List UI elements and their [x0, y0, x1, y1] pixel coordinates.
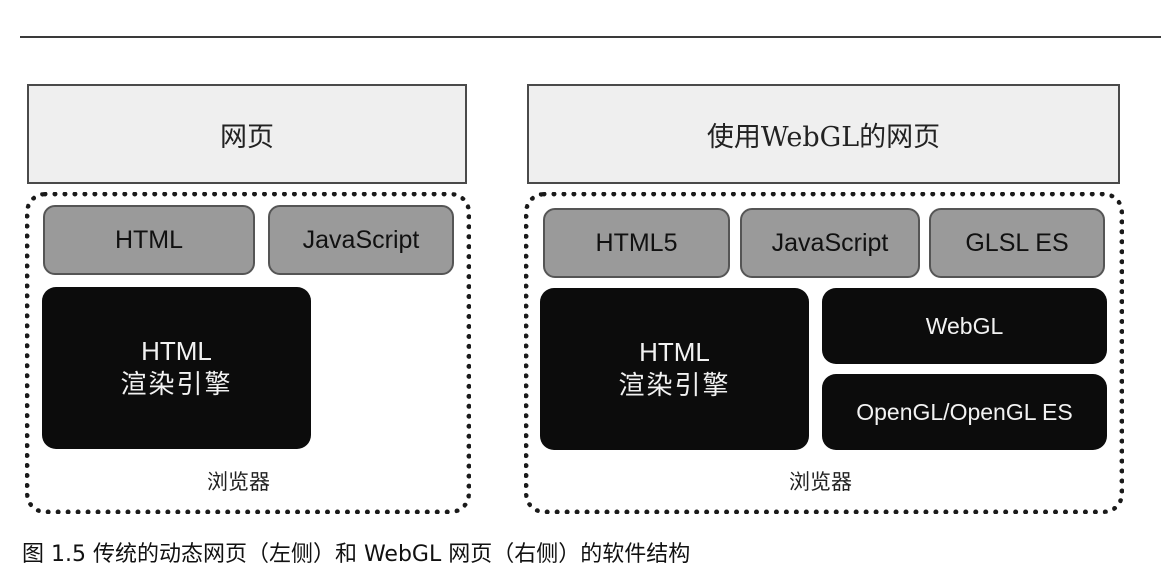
right-webpage-box: 使用WebGL的网页: [527, 84, 1120, 184]
left-webpage-box: 网页: [27, 84, 467, 184]
right-glsl-es-label: GLSL ES: [965, 228, 1069, 257]
right-html5-box: HTML5: [543, 208, 730, 278]
right-engine-line2: 渲染引擎: [618, 371, 731, 401]
right-webgl-box: WebGL: [822, 288, 1107, 364]
left-webpage-label: 网页: [220, 121, 274, 153]
left-engine-line2: 渲染引擎: [120, 370, 233, 400]
right-html-render-engine: HTML 渲染引擎: [540, 288, 809, 450]
left-html-box: HTML: [43, 205, 255, 275]
left-browser-label: 浏览器: [207, 470, 270, 494]
right-webpage-label: 使用WebGL的网页: [706, 121, 941, 153]
figure-caption: 图 1.5 传统的动态网页（左侧）和 WebGL 网页（右侧）的软件结构: [22, 542, 691, 567]
top-rule: [20, 36, 1161, 38]
right-opengl-label: OpenGL/OpenGL ES: [856, 398, 1073, 425]
left-javascript-label: JavaScript: [302, 225, 420, 254]
left-browser-frame: [25, 192, 471, 514]
left-javascript-box: JavaScript: [268, 205, 454, 275]
right-html5-label: HTML5: [595, 228, 678, 257]
right-opengl-box: OpenGL/OpenGL ES: [822, 374, 1107, 450]
right-glsl-es-box: GLSL ES: [929, 208, 1105, 278]
right-browser-label: 浏览器: [789, 470, 852, 494]
right-javascript-label: JavaScript: [771, 228, 889, 257]
left-engine-line1: HTML: [141, 336, 212, 366]
right-browser-frame: [524, 192, 1124, 514]
left-html-label: HTML: [114, 225, 184, 254]
right-engine-line1: HTML: [639, 337, 710, 367]
right-javascript-box: JavaScript: [740, 208, 920, 278]
left-html-render-engine: HTML 渲染引擎: [42, 287, 311, 449]
right-webgl-label: WebGL: [925, 312, 1004, 339]
